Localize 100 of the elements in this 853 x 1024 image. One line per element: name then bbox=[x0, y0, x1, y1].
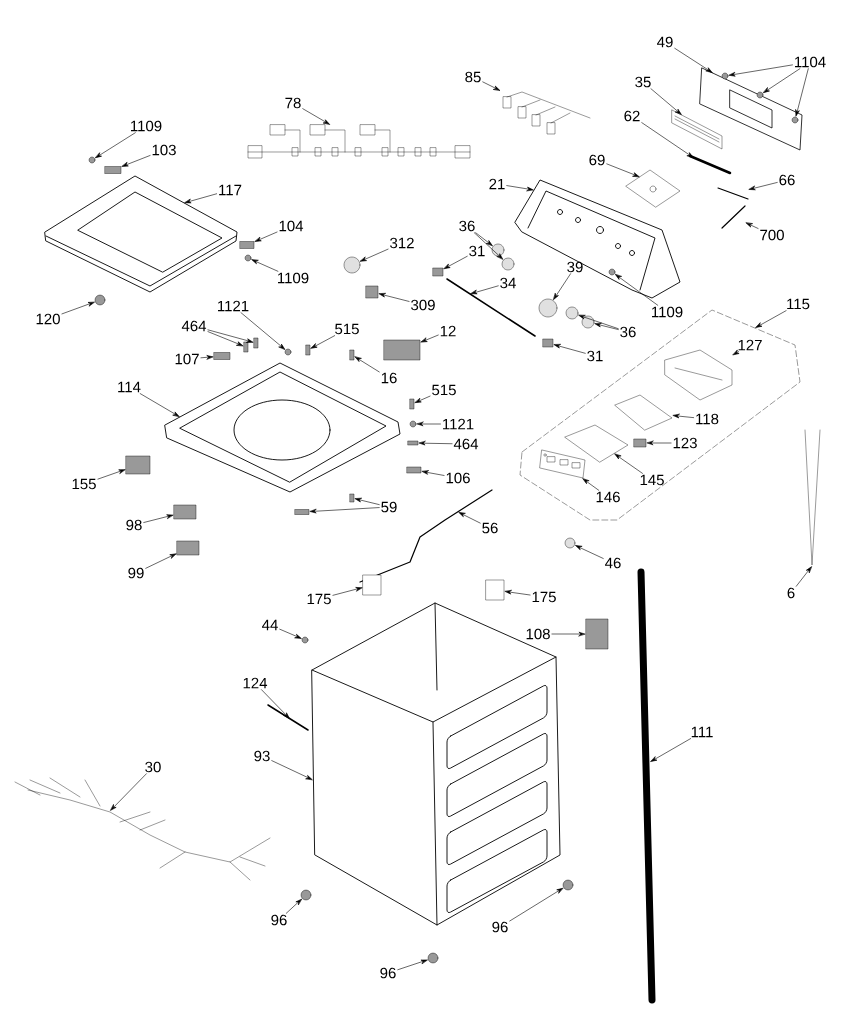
leader-line bbox=[207, 329, 254, 343]
pin bbox=[104, 166, 122, 174]
leader-line bbox=[553, 273, 571, 300]
rail-drawing bbox=[267, 704, 309, 731]
leader-line bbox=[95, 132, 136, 159]
leader-line bbox=[551, 631, 586, 637]
tray-drawing bbox=[564, 424, 629, 463]
leader-line bbox=[261, 689, 290, 719]
clip bbox=[365, 285, 379, 299]
screw bbox=[756, 91, 764, 99]
callout-number: 1109 bbox=[131, 120, 162, 132]
knob bbox=[501, 257, 515, 271]
screw bbox=[608, 268, 616, 276]
callout-number: 1109 bbox=[652, 306, 683, 318]
leader-line bbox=[418, 441, 453, 446]
callout-number: 124 bbox=[243, 677, 268, 689]
tray-drawing bbox=[614, 394, 673, 431]
leader-line bbox=[285, 898, 302, 914]
leader-line bbox=[254, 231, 278, 242]
callout-number: 98 bbox=[126, 519, 142, 531]
plate-drawing bbox=[539, 449, 586, 479]
clip bbox=[432, 267, 444, 277]
callout-number: 464 bbox=[453, 438, 479, 450]
callout-number: 515 bbox=[432, 384, 456, 396]
wire-drawing bbox=[717, 187, 749, 200]
callout-number: 464 bbox=[181, 320, 207, 332]
pin bbox=[305, 344, 311, 356]
leader-line bbox=[443, 255, 468, 270]
callout-number: 111 bbox=[691, 726, 713, 738]
callout-number: 155 bbox=[72, 478, 96, 490]
leader-line bbox=[748, 182, 778, 191]
pin bbox=[253, 337, 259, 349]
callout-number: 118 bbox=[696, 413, 719, 425]
pin bbox=[243, 341, 249, 353]
dispenser-drawing bbox=[664, 349, 733, 401]
leader-line bbox=[553, 344, 586, 354]
switch bbox=[176, 540, 200, 556]
leader-line bbox=[97, 469, 126, 480]
leader-line bbox=[504, 590, 531, 596]
foot bbox=[427, 952, 439, 964]
leader-line bbox=[397, 959, 428, 971]
callout-number: 515 bbox=[335, 323, 359, 335]
callout-number: 1104 bbox=[795, 56, 826, 68]
callout-number: 85 bbox=[465, 71, 481, 83]
wire-harness-drawing bbox=[14, 777, 271, 881]
callout-number: 96 bbox=[492, 921, 508, 933]
valve bbox=[383, 339, 421, 361]
leader-line bbox=[458, 512, 481, 524]
callout-number: 312 bbox=[390, 237, 414, 249]
callout-number: 21 bbox=[489, 178, 505, 190]
leader-line bbox=[207, 331, 244, 347]
callout-number: 107 bbox=[175, 353, 199, 365]
pump bbox=[585, 618, 609, 650]
leader-line bbox=[354, 356, 380, 373]
callout-number: 96 bbox=[271, 914, 287, 926]
callout-number: 117 bbox=[219, 184, 242, 196]
leader-line bbox=[650, 738, 691, 762]
leader-line bbox=[795, 68, 809, 117]
leader-line bbox=[795, 566, 812, 587]
callout-number: 6 bbox=[787, 587, 795, 599]
pin bbox=[407, 440, 419, 446]
screw bbox=[244, 254, 252, 262]
callout-number: 145 bbox=[640, 474, 664, 486]
wire-drawing bbox=[804, 429, 821, 566]
leader-line bbox=[575, 545, 604, 559]
clip bbox=[542, 338, 554, 348]
callout-number: 31 bbox=[469, 245, 485, 257]
leader-line bbox=[672, 414, 694, 419]
leader-line bbox=[110, 773, 147, 811]
leader-line bbox=[594, 323, 619, 330]
callout-number: 36 bbox=[459, 220, 475, 232]
wire-drawing bbox=[721, 205, 746, 229]
callout-number: 120 bbox=[36, 313, 60, 325]
leader-line bbox=[200, 355, 214, 360]
screw bbox=[301, 636, 309, 644]
callout-number: 309 bbox=[411, 299, 435, 311]
clip bbox=[633, 438, 647, 448]
console-drawing bbox=[514, 179, 681, 299]
screw bbox=[409, 420, 417, 428]
callout-number: 123 bbox=[673, 437, 697, 449]
callout-number: 96 bbox=[380, 967, 396, 979]
leader-line bbox=[354, 498, 380, 505]
callout-number: 35 bbox=[635, 76, 651, 88]
leader-line bbox=[615, 274, 659, 306]
leader-line bbox=[184, 193, 217, 204]
bracket-drawing bbox=[688, 154, 732, 175]
callout-number: 114 bbox=[118, 381, 141, 393]
trim-strip-drawing bbox=[671, 109, 723, 150]
callout-number: 1121 bbox=[218, 300, 249, 312]
pin bbox=[294, 509, 310, 515]
leader-line bbox=[732, 350, 740, 356]
leader-line bbox=[728, 64, 793, 77]
leader-line bbox=[121, 155, 151, 167]
callout-number: 146 bbox=[596, 491, 620, 503]
leader-line bbox=[309, 507, 380, 514]
knob bbox=[491, 243, 505, 257]
ring bbox=[564, 537, 576, 549]
leader-line bbox=[473, 232, 504, 260]
leader-line bbox=[509, 887, 564, 922]
callout-number: 106 bbox=[446, 472, 470, 484]
